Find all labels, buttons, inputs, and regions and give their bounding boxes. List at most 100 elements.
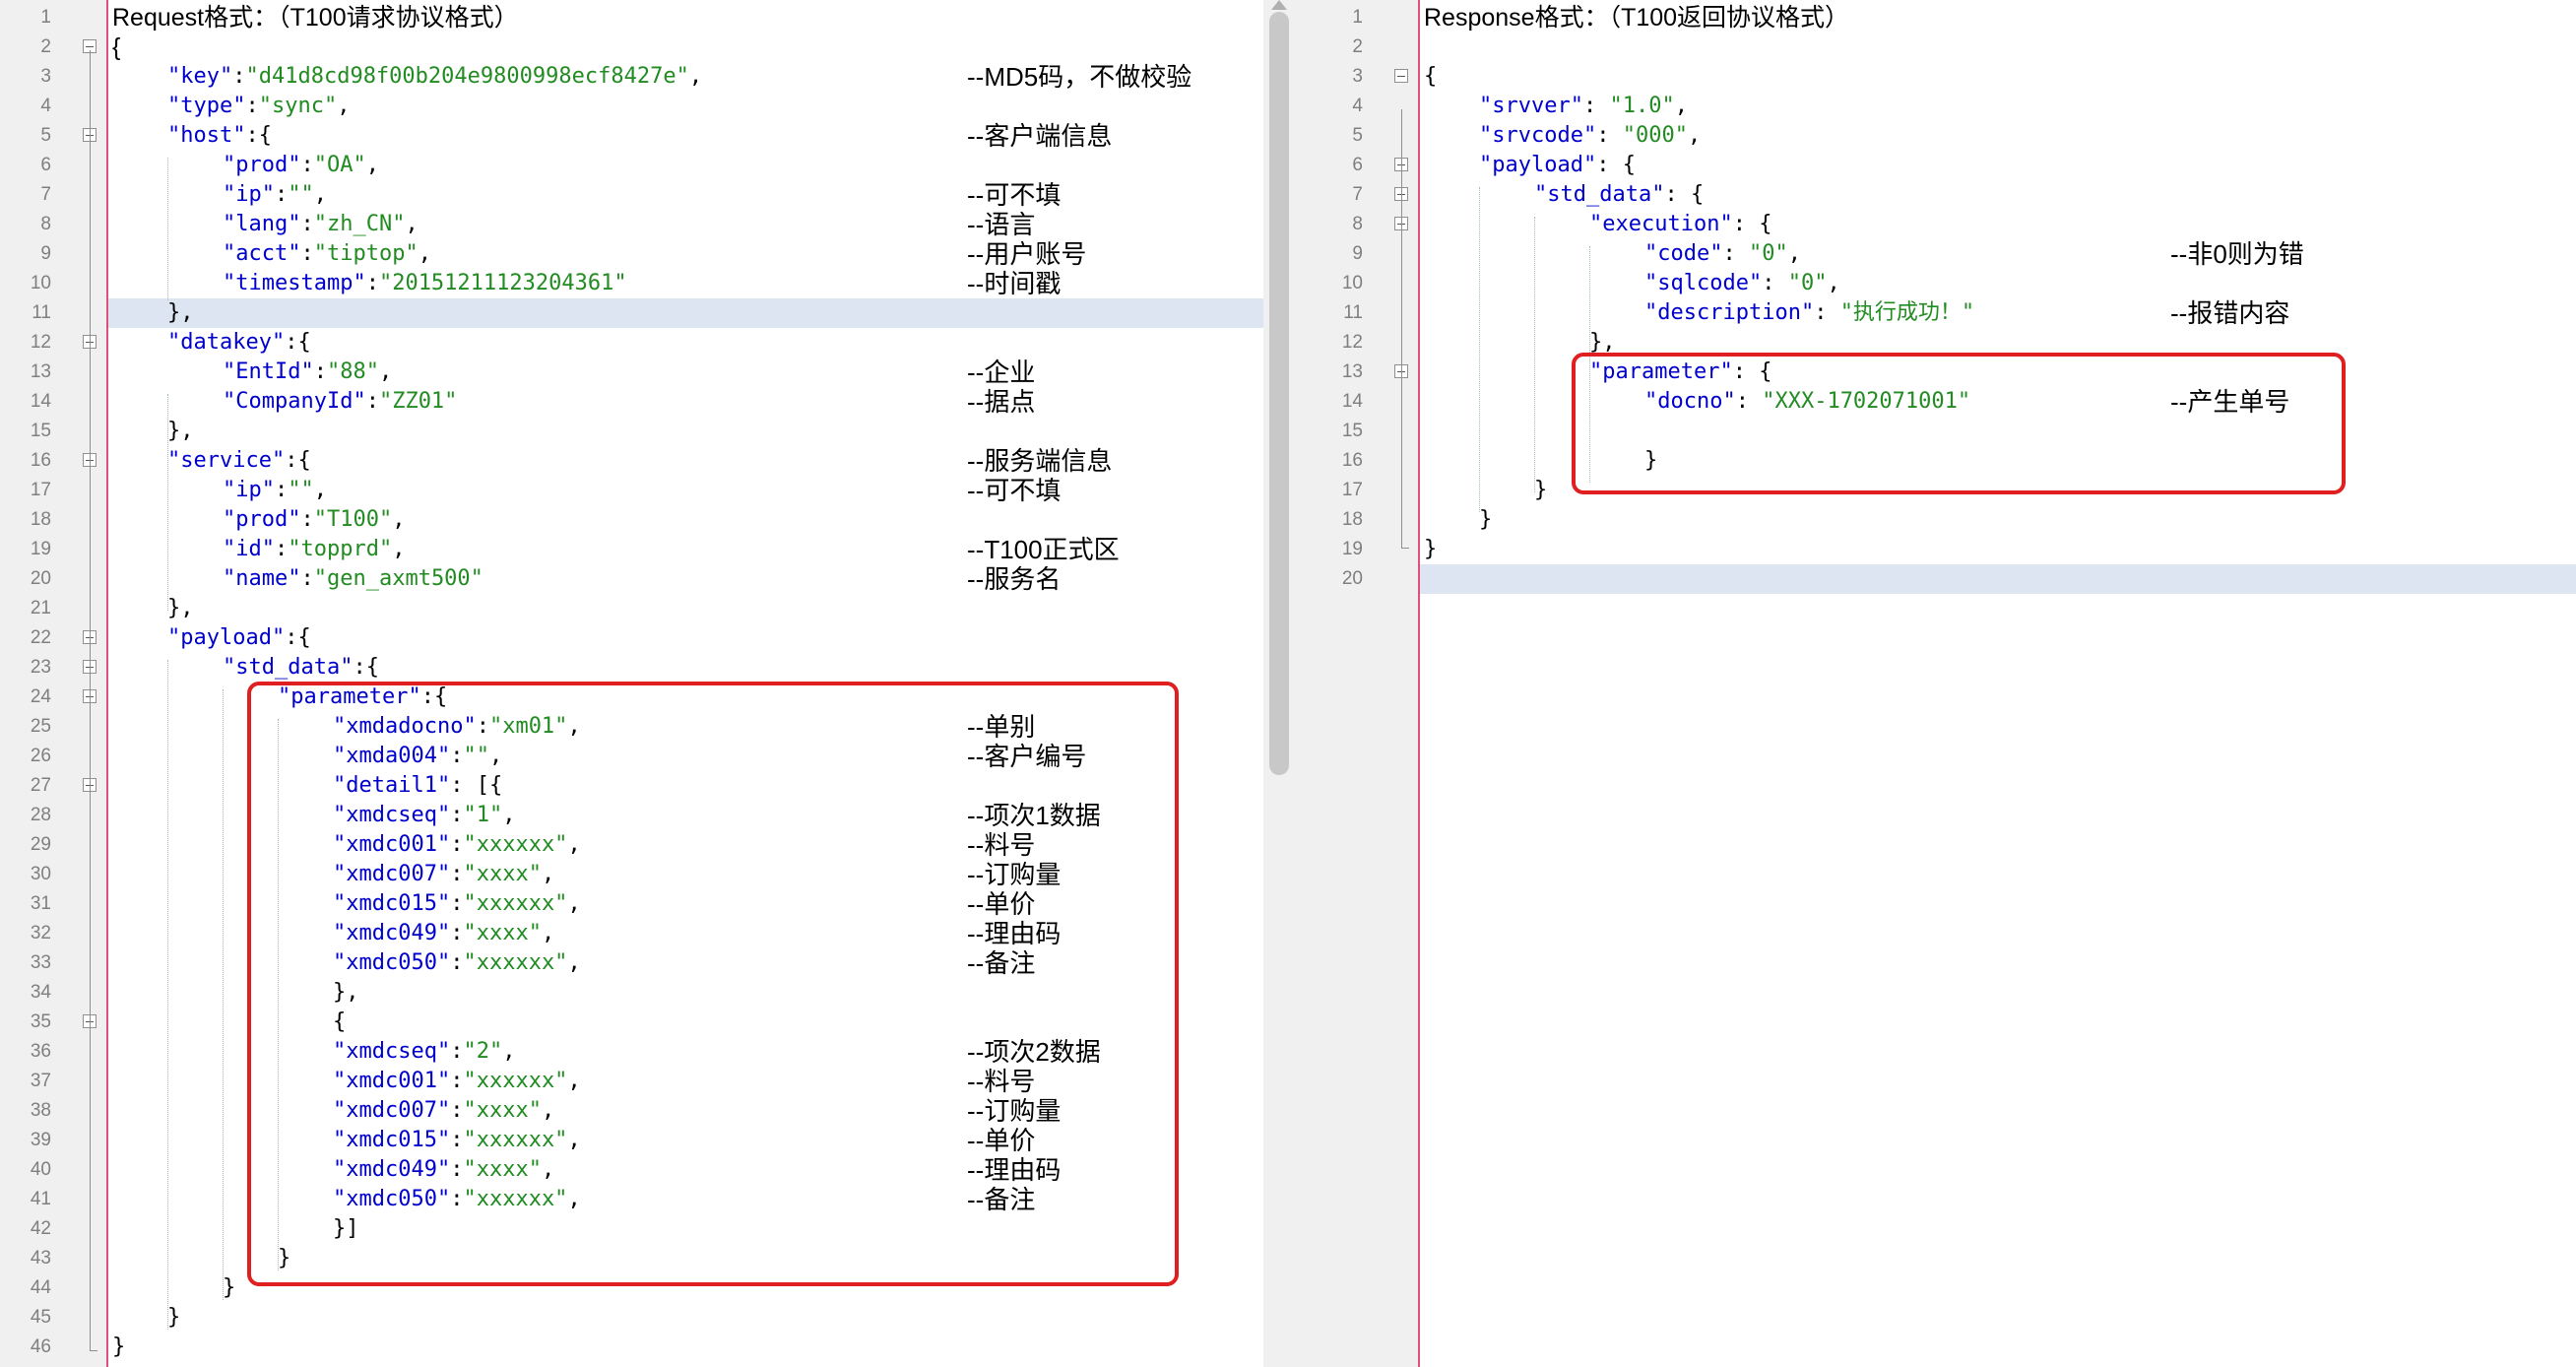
code-line[interactable]: 42}] <box>0 1214 1263 1244</box>
line-number: 17 <box>30 480 51 500</box>
code-line[interactable]: 43} <box>0 1244 1263 1273</box>
code-line[interactable]: 2{ <box>0 33 1263 62</box>
code-line[interactable]: 9"code": "0",--非0则为错 <box>1312 239 2576 269</box>
code-line[interactable]: 13"EntId":"88",--企业 <box>0 358 1263 387</box>
code-line[interactable]: 15 <box>1312 417 2576 446</box>
code-line[interactable]: 19"id":"topprd",--T100正式区 <box>0 535 1263 564</box>
code-line[interactable]: 40"xmdc049":"xxxx",--理由码 <box>0 1155 1263 1185</box>
fold-range-line <box>90 50 91 1350</box>
code-line[interactable]: 46} <box>0 1333 1263 1362</box>
code-line[interactable]: 14"docno": "XXX-1702071001"--产生单号 <box>1312 387 2576 417</box>
code-line[interactable]: 4"type":"sync", <box>0 92 1263 121</box>
code-line[interactable]: 27"detail1": [{ <box>0 771 1263 801</box>
code-line[interactable]: 5"srvcode": "000", <box>1312 121 2576 151</box>
code-line[interactable]: 14"CompanyId":"ZZ01"--据点 <box>0 387 1263 417</box>
code-line[interactable]: 12"datakey":{ <box>0 328 1263 358</box>
code-line[interactable]: 11}, <box>0 298 1263 328</box>
json-punct: : <box>1814 300 1840 325</box>
code-line[interactable]: 31"xmdc015":"xxxxxx",--单价 <box>0 889 1263 919</box>
code-line[interactable]: 41"xmdc050":"xxxxxx",--备注 <box>0 1185 1263 1214</box>
json-punct: }, <box>1589 330 1616 355</box>
code-line[interactable]: 3"key":"d41d8cd98f00b204e9800998ecf8427e… <box>0 62 1263 92</box>
code-comment: --产生单号 <box>2170 387 2290 417</box>
code-line[interactable]: 26"xmda004":"",--客户编号 <box>0 742 1263 771</box>
code-line[interactable]: 19} <box>1312 535 2576 564</box>
code-comment: --语言 <box>967 210 1036 239</box>
code-line[interactable]: 21}, <box>0 594 1263 623</box>
code-text: "CompanyId":"ZZ01" <box>223 387 457 417</box>
code-line[interactable]: 8"execution": { <box>1312 210 2576 239</box>
code-line[interactable]: 23"std_data":{ <box>0 653 1263 683</box>
code-line[interactable]: 22"payload":{ <box>0 623 1263 653</box>
code-line[interactable]: 16} <box>1312 446 2576 476</box>
code-text: "xmdc050":"xxxxxx", <box>333 1185 581 1214</box>
code-line[interactable]: 4"srvver": "1.0", <box>1312 92 2576 121</box>
code-line[interactable]: 39"xmdc015":"xxxxxx",--单价 <box>0 1126 1263 1155</box>
code-line[interactable]: 35{ <box>0 1008 1263 1037</box>
code-comment: --料号 <box>967 830 1036 860</box>
code-line[interactable]: 18"prod":"T100", <box>0 505 1263 535</box>
code-line[interactable]: 7"ip":"",--可不填 <box>0 180 1263 210</box>
code-line[interactable]: 6"prod":"OA", <box>0 151 1263 180</box>
code-comment: --企业 <box>967 358 1036 387</box>
json-string: "000" <box>1622 123 1688 148</box>
code-text: "prod":"OA", <box>223 151 379 180</box>
code-line[interactable]: 7"std_data": { <box>1312 180 2576 210</box>
code-text: } <box>1479 505 1492 535</box>
code-line[interactable]: 11"description": "执行成功！"--报错内容 <box>1312 298 2576 328</box>
code-text: "timestamp":"20151211123204361" <box>223 269 627 298</box>
code-line[interactable]: 16"service":{--服务端信息 <box>0 446 1263 476</box>
line-number: 19 <box>1341 539 1363 559</box>
code-line[interactable]: 8"lang":"zh_CN",--语言 <box>0 210 1263 239</box>
code-line[interactable]: 12}, <box>1312 328 2576 358</box>
code-line[interactable]: 37"xmdc001":"xxxxxx",--料号 <box>0 1067 1263 1096</box>
code-text: }] <box>333 1214 359 1244</box>
code-comment: --订购量 <box>967 1096 1062 1126</box>
code-line[interactable]: 17} <box>1312 476 2576 505</box>
code-line[interactable]: 18} <box>1312 505 2576 535</box>
code-line[interactable]: 25"xmdadocno":"xm01",--单别 <box>0 712 1263 742</box>
code-line[interactable]: 33"xmdc050":"xxxxxx",--备注 <box>0 948 1263 978</box>
code-line[interactable]: 28"xmdcseq":"1",--项次1数据 <box>0 801 1263 830</box>
code-line[interactable]: 34}, <box>0 978 1263 1008</box>
code-line[interactable]: 29"xmdc001":"xxxxxx",--料号 <box>0 830 1263 860</box>
code-line[interactable]: 15}, <box>0 417 1263 446</box>
code-line[interactable]: 9"acct":"tiptop",--用户账号 <box>0 239 1263 269</box>
code-line[interactable]: 36"xmdcseq":"2",--项次2数据 <box>0 1037 1263 1067</box>
json-punct: , <box>541 1098 555 1123</box>
code-line[interactable]: 17"ip":"",--可不填 <box>0 476 1263 505</box>
code-line[interactable]: 38"xmdc007":"xxxx",--订购量 <box>0 1096 1263 1126</box>
code-line[interactable]: 20"name":"gen_axmt500"--服务名 <box>0 564 1263 594</box>
code-line[interactable]: 32"xmdc049":"xxxx",--理由码 <box>0 919 1263 948</box>
code-comment: --服务端信息 <box>967 446 1113 476</box>
code-line[interactable]: 3{ <box>1312 62 2576 92</box>
code-text: "host":{ <box>167 121 272 151</box>
code-comment: --客户编号 <box>967 742 1087 771</box>
code-comment: --MD5码，不做校验 <box>967 62 1192 92</box>
code-line[interactable]: 30"xmdc007":"xxxx",--订购量 <box>0 860 1263 889</box>
json-key: "srvver" <box>1479 94 1583 118</box>
code-line[interactable]: 6"payload": { <box>1312 151 2576 180</box>
code-line[interactable]: 13"parameter": { <box>1312 358 2576 387</box>
json-string: "zh_CN" <box>313 212 406 236</box>
code-comment: --单价 <box>967 889 1036 919</box>
code-line[interactable]: 10"sqlcode": "0", <box>1312 269 2576 298</box>
code-line[interactable]: 44} <box>0 1273 1263 1303</box>
code-line[interactable]: 45} <box>0 1303 1263 1333</box>
json-string: "ZZ01" <box>378 389 458 414</box>
json-punct: }, <box>167 596 194 620</box>
scrollbar-thumb[interactable] <box>1269 12 1289 775</box>
fold-toggle-icon[interactable] <box>1394 69 1408 83</box>
json-key: "timestamp" <box>223 271 366 295</box>
scroll-up-arrow-icon[interactable] <box>1271 0 1287 10</box>
code-line[interactable]: 20 <box>1312 564 2576 594</box>
code-line[interactable]: 24"parameter":{ <box>0 683 1263 712</box>
code-line[interactable]: 10"timestamp":"20151211123204361"--时间戳 <box>0 269 1263 298</box>
code-text: "datakey":{ <box>167 328 311 358</box>
code-line[interactable]: 5"host":{--客户端信息 <box>0 121 1263 151</box>
line-number: 36 <box>30 1041 51 1062</box>
code-line[interactable]: 2 <box>1312 33 2576 62</box>
